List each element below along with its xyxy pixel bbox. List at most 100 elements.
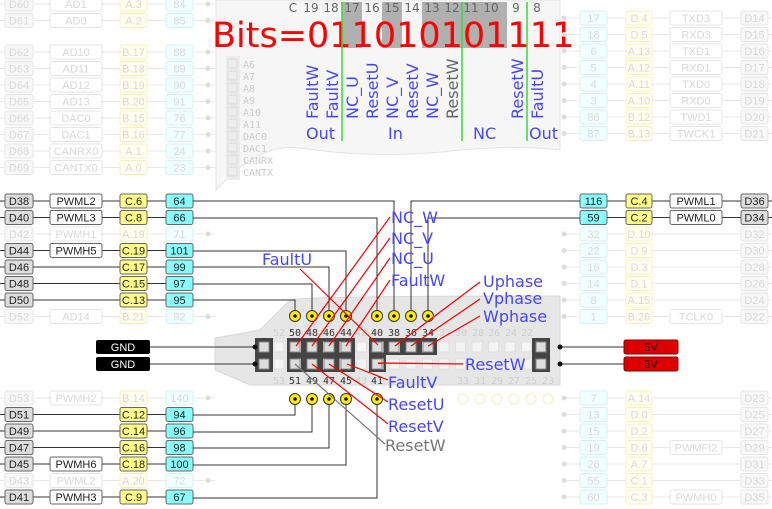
chip-pin-label: 59 [587, 213, 599, 225]
arduino-pin-label: D52 [9, 312, 29, 324]
chip-pin-label: 67 [173, 492, 185, 504]
chip-pin-box [165, 61, 194, 76]
chip-pin-box [165, 226, 194, 242]
port-box [625, 489, 653, 505]
chip-pin-label: 98 [173, 443, 185, 455]
function-label: PWML3 [56, 213, 95, 225]
function-box [669, 10, 723, 26]
arduino-pin-label: D53 [9, 393, 29, 405]
row-dot [561, 248, 567, 253]
port-box [119, 13, 148, 28]
chip-pin-box [579, 60, 608, 75]
chip-pin-label: 15 [587, 426, 599, 438]
port-box [119, 0, 148, 12]
port-label: C.8 [125, 213, 142, 225]
chip-pin-label: 8 [590, 295, 596, 307]
function-label: PWML1 [676, 196, 715, 208]
function-label: CANRX0 [54, 146, 99, 158]
port-label: B.14 [122, 393, 145, 405]
chip-pin-label: 85 [173, 16, 185, 28]
function-label: AD11 [63, 64, 90, 76]
bit-column-number: 10 [483, 1, 498, 15]
group-in-label: In [388, 124, 403, 143]
row-dot [561, 428, 567, 434]
chip-pin-box [165, 110, 194, 126]
bit-signal-label: NC_U [343, 76, 363, 119]
port-box [625, 243, 653, 258]
chip-pin-box [579, 473, 608, 488]
bits-value: Bits=011010101111 [212, 16, 574, 56]
board-pad [227, 130, 238, 141]
arduino-pin-box [4, 276, 34, 291]
line-vphase [410, 298, 481, 347]
port-label: B.17 [122, 47, 145, 59]
arduino-pin-box [4, 110, 34, 126]
row-dot [205, 395, 211, 401]
arduino-pin-box [740, 226, 769, 242]
chip-pin-label: 26 [587, 459, 599, 471]
row-dot [205, 49, 211, 55]
arduino-pin-label: D29 [744, 443, 764, 455]
header-via-hole [392, 314, 396, 318]
arduino-pin-box [4, 489, 34, 505]
port-label: B.18 [122, 64, 145, 76]
port-label: B.26 [628, 312, 651, 324]
port-box [119, 276, 148, 291]
header-via-faded [542, 393, 554, 405]
port-box [625, 10, 653, 26]
chip-pin-box [579, 126, 608, 141]
chip-pin-label: 92 [173, 312, 185, 324]
arduino-pin-label: D28 [744, 262, 764, 274]
header-pin-number-faded: 25 [525, 376, 537, 387]
chip-pin-label: 95 [173, 295, 185, 307]
header-via-hole [327, 397, 331, 401]
arduino-pin-label: D18 [744, 79, 764, 91]
header-pad [488, 341, 499, 353]
label-nc-u: NC_U [391, 249, 434, 269]
chip-pin-label: 18 [587, 30, 599, 42]
arduino-pin-box [740, 473, 769, 488]
arduino-pin-box [740, 243, 769, 258]
arduino-pin-label: D26 [744, 279, 764, 291]
arduino-pin-box [740, 309, 769, 324]
port-box [625, 456, 653, 472]
port-label: B.15 [122, 113, 145, 125]
header-pin-number-faded: 27 [508, 376, 520, 387]
arduino-pin-label: D69 [9, 163, 29, 175]
bit-column-number: C [289, 1, 297, 15]
chip-pin-label: 87 [587, 129, 599, 141]
chip-pin-box [579, 259, 608, 275]
port-box [119, 94, 148, 109]
wire-d48 [193, 283, 313, 316]
function-box [669, 440, 723, 455]
label-wphase: Wphase [483, 307, 547, 326]
chip-pin-box [579, 456, 608, 472]
header-pad [535, 358, 547, 370]
arduino-pin-box [740, 60, 769, 75]
function-box [669, 93, 723, 108]
arduino-pin-label: D24 [744, 295, 764, 307]
port-box [625, 193, 653, 209]
function-box [669, 126, 723, 141]
arduino-pin-box [4, 94, 34, 109]
function-box [49, 243, 103, 258]
row-dot [561, 412, 567, 417]
header-pad [535, 341, 547, 353]
header-via-faded [491, 393, 503, 405]
chip-pin-label: 6 [590, 46, 596, 58]
function-box [669, 193, 723, 209]
arduino-pin-box [740, 27, 769, 42]
row-dot [205, 314, 211, 319]
chip-pin-label: 13 [587, 410, 599, 422]
